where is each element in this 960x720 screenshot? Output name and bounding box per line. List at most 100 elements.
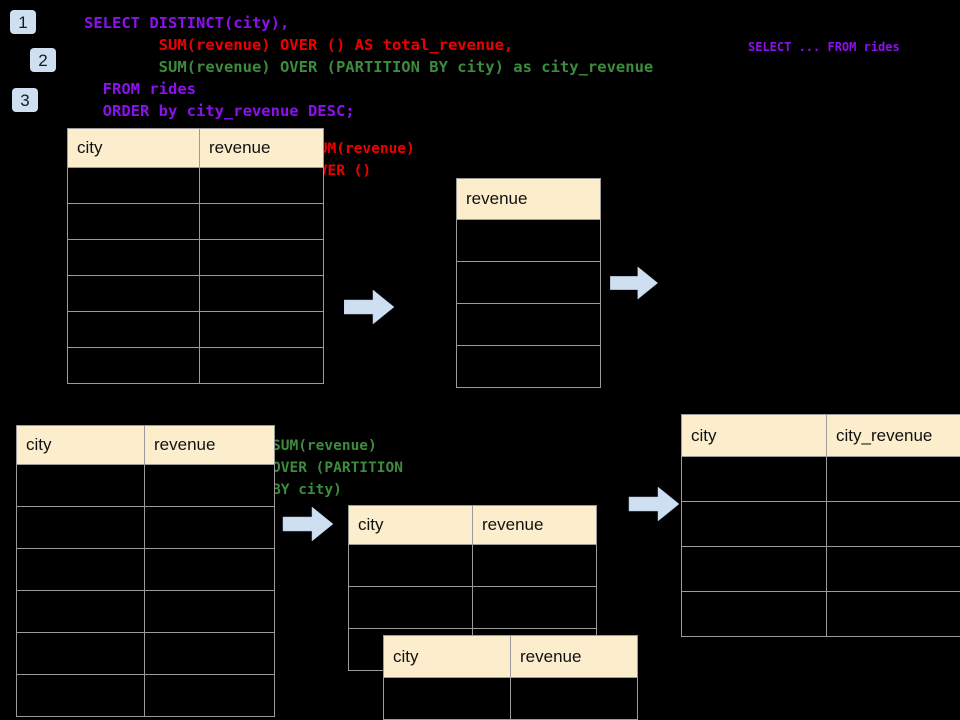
step-badge-2: 2 <box>30 48 56 72</box>
column-header: revenue <box>199 128 324 168</box>
column-header: city <box>67 128 200 168</box>
table-cell <box>456 345 601 388</box>
table-cell <box>67 347 200 384</box>
table-cell <box>67 275 200 312</box>
table-cell <box>456 219 601 262</box>
sql-line-4: FROM rides <box>84 80 196 98</box>
table-cell <box>681 546 827 592</box>
table-row <box>348 544 597 587</box>
table-cell <box>826 456 960 502</box>
column-header: city <box>16 425 145 465</box>
sql-query-code: SELECT DISTINCT(city), SUM(revenue) OVER… <box>84 12 653 122</box>
column-header: revenue <box>144 425 275 465</box>
column-header: city <box>383 635 511 678</box>
arrow-shape <box>610 266 658 300</box>
table-cell <box>67 167 200 204</box>
table-cell <box>681 591 827 637</box>
table-cell <box>16 506 145 549</box>
table-cell <box>144 464 275 507</box>
table-cell <box>199 347 324 384</box>
column-header: city <box>681 414 827 457</box>
table-row <box>348 586 597 629</box>
table-cell <box>348 586 473 629</box>
arrow-source-to-total <box>344 289 394 325</box>
step-badge-3: 3 <box>12 88 38 112</box>
select-from-rides-note: SELECT ... FROM rides <box>748 40 900 54</box>
table-row <box>16 548 275 591</box>
table-cell <box>67 203 200 240</box>
sum-over-empty: SUM(revenue) OVER () <box>310 141 415 179</box>
table-row <box>67 203 324 240</box>
table-row <box>16 506 275 549</box>
arrow-shape <box>628 486 680 522</box>
arrow-shape <box>282 506 334 542</box>
table-cell <box>144 674 275 717</box>
table-cell <box>826 501 960 547</box>
column-header: revenue <box>472 505 597 545</box>
table-header-row: revenue <box>456 178 601 220</box>
sql-line-2: SUM(revenue) OVER () AS total_revenue, <box>84 36 514 54</box>
table-cell <box>144 506 275 549</box>
table-row <box>16 590 275 633</box>
table-cell <box>383 677 511 720</box>
table-cell <box>826 546 960 592</box>
table-row <box>67 167 324 204</box>
table-row <box>67 239 324 276</box>
table-cell <box>16 548 145 591</box>
table-cell <box>144 590 275 633</box>
table-cell <box>681 456 827 502</box>
sql-line-5: ORDER by city_revenue DESC; <box>84 102 355 120</box>
table-row <box>456 303 601 346</box>
table-row <box>681 501 960 547</box>
arrow-source-to-partition <box>282 506 334 542</box>
arrow-total-to-result-top <box>610 266 658 300</box>
table-row <box>681 546 960 592</box>
table-row <box>681 456 960 502</box>
sum-over-partition: SUM(revenue) OVER (PARTITION BY city) <box>272 438 403 498</box>
table-cell <box>16 632 145 675</box>
step-badge-1: 1 <box>10 10 36 34</box>
table-cell <box>199 203 324 240</box>
table-cell <box>199 239 324 276</box>
table-row <box>16 464 275 507</box>
table-cell <box>16 674 145 717</box>
table-row <box>456 219 601 262</box>
table-cell <box>67 311 200 348</box>
table-row <box>681 591 960 637</box>
table-cell <box>510 677 638 720</box>
sql-line-1: SELECT DISTINCT(city), <box>84 14 290 32</box>
table-cell <box>144 548 275 591</box>
table-cell <box>456 261 601 304</box>
column-header: city <box>348 505 473 545</box>
table-cell <box>456 303 601 346</box>
table-cell <box>199 311 324 348</box>
table-cell <box>16 590 145 633</box>
table-cell <box>472 586 597 629</box>
table-cell <box>348 544 473 587</box>
arrow-partition-to-result <box>628 486 680 522</box>
arrow-shape <box>344 289 394 325</box>
total-revenue-table: revenue <box>456 178 601 388</box>
table-row <box>456 345 601 388</box>
table-row <box>67 275 324 312</box>
sql-line-3: SUM(revenue) OVER (PARTITION BY city) as… <box>84 58 654 76</box>
column-header: city_revenue <box>826 414 960 457</box>
table-row <box>456 261 601 304</box>
table-cell <box>472 544 597 587</box>
table-row <box>16 632 275 675</box>
table-cell <box>67 239 200 276</box>
table-cell <box>16 464 145 507</box>
column-header: revenue <box>510 635 638 678</box>
table-row <box>67 347 324 384</box>
table-cell <box>826 591 960 637</box>
column-header: revenue <box>456 178 601 220</box>
